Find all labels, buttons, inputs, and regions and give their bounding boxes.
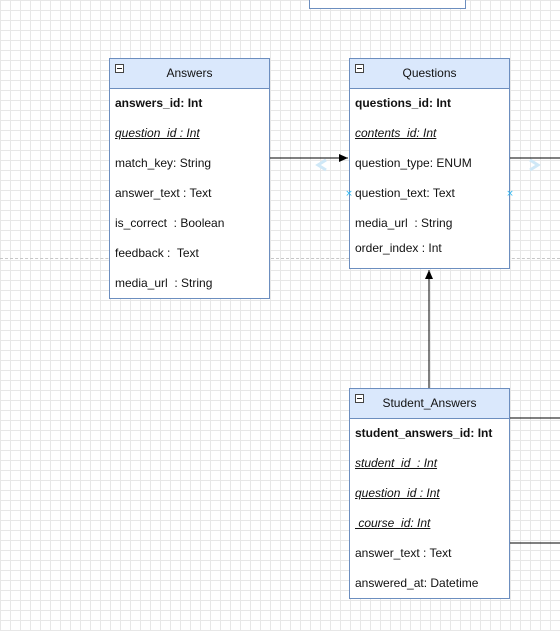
collapse-icon[interactable]	[355, 64, 364, 73]
questions-field-1[interactable]: contents_id: Int	[355, 126, 437, 140]
hover-arrow-left-icon[interactable]	[315, 158, 327, 172]
collapse-icon[interactable]	[355, 394, 364, 403]
collapse-icon[interactable]	[115, 64, 124, 73]
student-answers-table-header[interactable]: Student_Answers	[350, 389, 509, 419]
answers-field-2[interactable]: match_key: String	[115, 156, 212, 170]
questions-field-3[interactable]: question_text: Text	[355, 186, 455, 200]
student-answers-field-4[interactable]: answer_text : Text	[355, 546, 452, 560]
questions-field-0[interactable]: questions_id: Int	[355, 96, 451, 110]
answers-field-1[interactable]: question_id : Int	[115, 126, 200, 140]
connection-point-icon[interactable]: ×	[506, 189, 514, 199]
student-answers-field-1[interactable]: student_id : Int	[355, 456, 438, 470]
answers-table-title: Answers	[166, 66, 213, 80]
table-stub-top[interactable]	[309, 0, 466, 9]
student-answers-field-3[interactable]: course_id: Int	[355, 516, 431, 530]
answers-table-header[interactable]: Answers	[110, 59, 269, 89]
questions-field-5[interactable]: order_index : Int	[355, 241, 442, 255]
hover-arrow-right-icon[interactable]	[529, 158, 541, 172]
connection-point-icon[interactable]: ×	[345, 189, 353, 199]
answers-table[interactable]: Answers answers_id: Int question_id : In…	[109, 58, 270, 299]
page-break-line	[0, 258, 560, 259]
answers-field-4[interactable]: is_correct : Boolean	[115, 216, 225, 230]
student-answers-field-5[interactable]: answered_at: Datetime	[355, 576, 479, 590]
student-answers-field-2[interactable]: question_id : Int	[355, 486, 440, 500]
questions-table-title: Questions	[402, 66, 457, 80]
questions-field-2[interactable]: question_type: ENUM	[355, 156, 472, 170]
answers-field-6[interactable]: media_url : String	[115, 276, 213, 290]
answers-field-5[interactable]: feedback : Text	[115, 246, 199, 260]
questions-table-header[interactable]: Questions	[350, 59, 509, 89]
questions-field-4[interactable]: media_url : String	[355, 216, 453, 230]
questions-table[interactable]: Questions questions_id: Int contents_id:…	[349, 58, 510, 269]
student-answers-field-0[interactable]: student_answers_id: Int	[355, 426, 493, 440]
student-answers-table[interactable]: Student_Answers student_answers_id: Int …	[349, 388, 510, 599]
student-answers-table-title: Student_Answers	[382, 396, 477, 410]
answers-field-0[interactable]: answers_id: Int	[115, 96, 203, 110]
answers-field-3[interactable]: answer_text : Text	[115, 186, 212, 200]
